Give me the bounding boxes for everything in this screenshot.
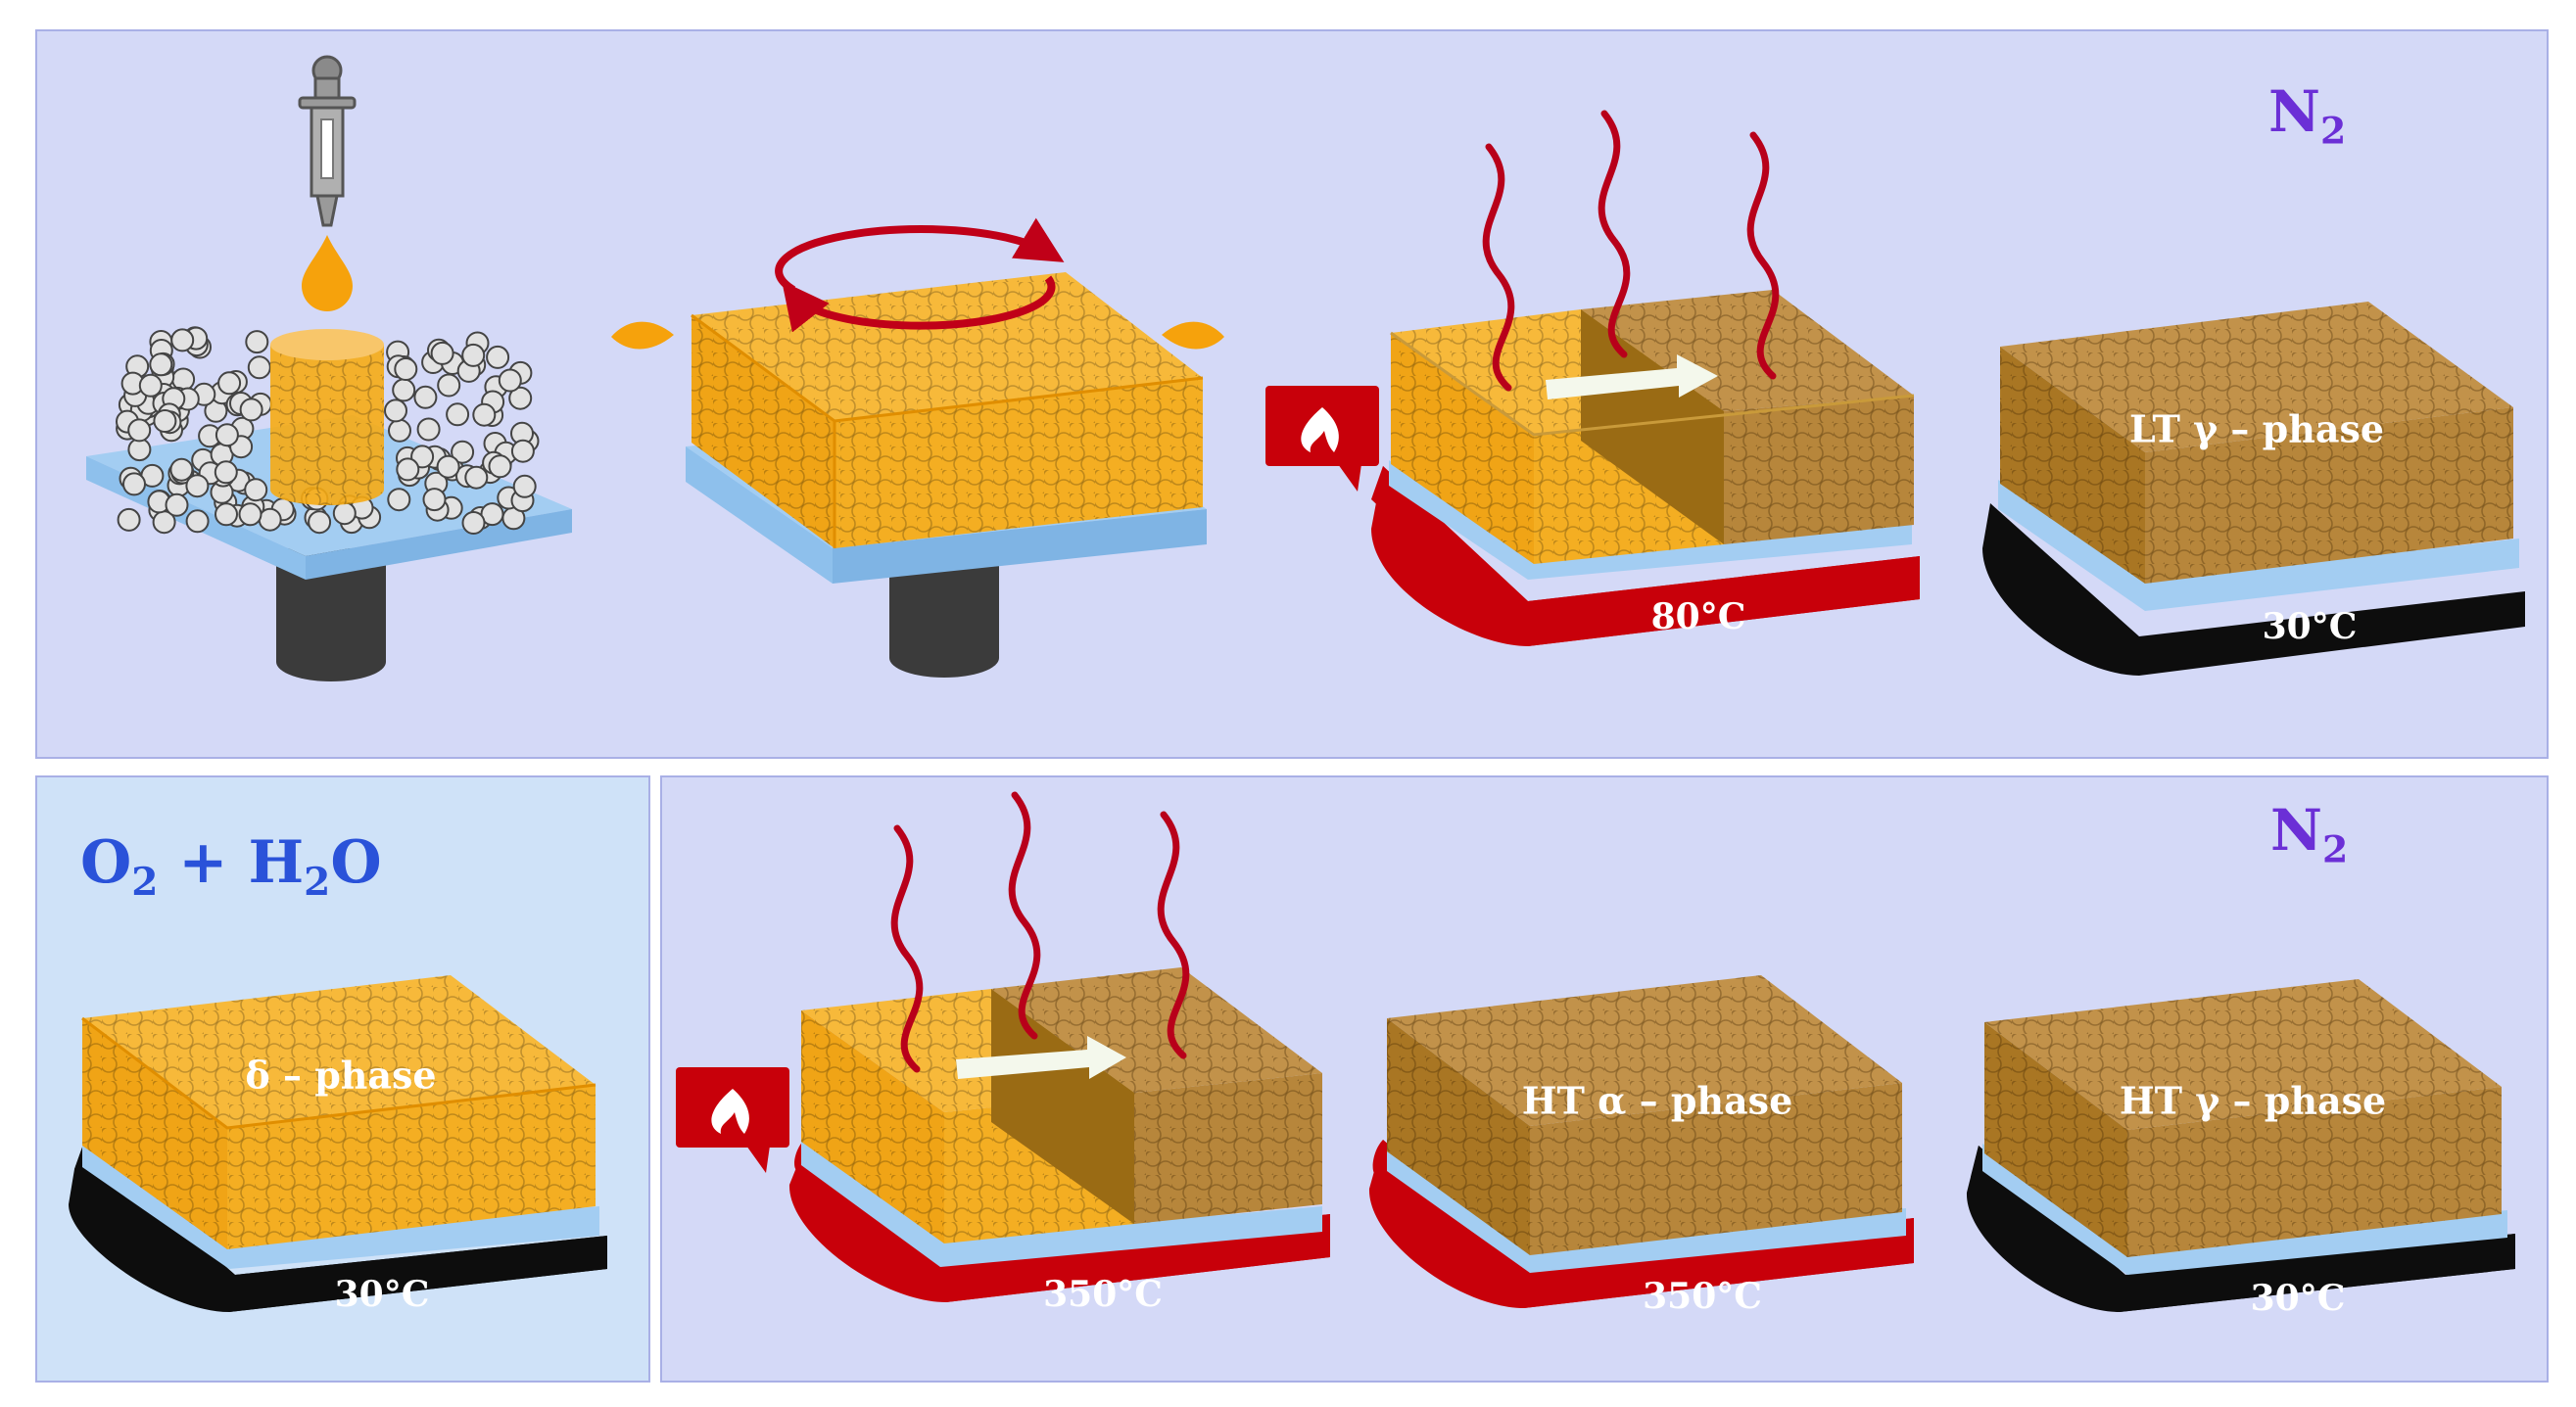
film-box — [2000, 302, 2513, 584]
nanoparticle — [512, 474, 537, 498]
step3-annealing — [1265, 110, 1920, 646]
substrate — [801, 1140, 1322, 1267]
nanoparticle — [185, 474, 210, 498]
film-box — [1984, 979, 2502, 1257]
phase-label-ht-alpha: HT α – phase — [1521, 1078, 1793, 1123]
nanoparticle — [498, 368, 522, 393]
cooling-stage — [1982, 503, 2525, 676]
nanoparticle — [169, 457, 194, 482]
droplet-icon — [611, 321, 674, 350]
atmosphere-label-bottom-right: N2 — [2270, 797, 2349, 871]
nanoparticle — [165, 492, 189, 517]
nanoparticle — [392, 378, 416, 402]
step4-lt-gamma — [1982, 302, 2525, 676]
nanoparticle — [430, 341, 454, 365]
nanoparticle — [245, 330, 269, 354]
temperature-label-step6: 350°C — [1043, 1274, 1163, 1315]
chuck-shaft — [276, 548, 386, 681]
nanoparticle — [437, 373, 461, 398]
nanoparticle — [214, 460, 238, 485]
nanoparticle — [215, 502, 238, 527]
substrate — [1998, 480, 2519, 611]
nanoparticle — [258, 507, 282, 532]
nanoparticle — [117, 507, 141, 532]
nanoparticle — [239, 398, 263, 422]
flame-icon — [676, 1067, 789, 1173]
transforming-film-box — [1390, 290, 1915, 564]
nanoparticle — [451, 440, 475, 464]
flame-icon — [1265, 386, 1379, 492]
nanoparticle — [436, 454, 460, 479]
step2-spin-coating — [611, 217, 1224, 678]
film-box — [81, 975, 596, 1249]
transforming-film-box — [801, 967, 1322, 1243]
atmosphere-label-top: N2 — [2268, 78, 2347, 153]
nanoparticle — [185, 509, 210, 534]
phase-label-ht-gamma: HT γ – phase — [2119, 1078, 2387, 1123]
temperature-label-step8: 30°C — [2250, 1278, 2346, 1319]
step1-drop-cast — [86, 55, 572, 681]
step8-ht-gamma — [1966, 979, 2515, 1312]
nanoparticle — [138, 373, 163, 398]
nanoparticle — [170, 328, 195, 352]
phase-label-lt-gamma: LT γ – phase — [2128, 406, 2385, 451]
pipette-icon — [298, 55, 357, 227]
nanoparticle — [394, 357, 418, 381]
droplet-icon — [1162, 321, 1224, 350]
heat-wave-icon — [890, 791, 1190, 1073]
nanoparticle — [244, 478, 268, 502]
nanoparticle — [149, 352, 173, 377]
rotation-arrow-icon — [775, 217, 1065, 333]
nanoparticle — [461, 511, 486, 535]
nanoparticle — [387, 488, 411, 512]
nanoparticle — [461, 343, 486, 367]
nanoparticle — [464, 465, 489, 490]
nanoparticle — [153, 409, 177, 433]
nanoparticle — [308, 510, 332, 535]
nanoparticle — [127, 418, 152, 443]
nanoparticle — [122, 472, 146, 496]
heat-wave-icon — [1482, 110, 1780, 392]
temperature-label-step7: 350°C — [1643, 1276, 1762, 1317]
nanoparticle — [488, 454, 512, 479]
phase-label-delta: δ – phase — [245, 1053, 437, 1098]
nanoparticle — [247, 355, 271, 380]
nanoparticle — [396, 457, 420, 482]
solution-droplet-column — [270, 329, 384, 505]
nanoparticle — [388, 418, 411, 443]
arrow-right-icon — [1546, 354, 1718, 399]
droplet-icon — [302, 235, 353, 311]
nanoparticle — [332, 501, 357, 526]
nanoparticle — [384, 399, 407, 423]
nanoparticle — [486, 345, 510, 369]
delta-phase-sample — [69, 975, 607, 1312]
temperature-label-delta: 30°C — [334, 1274, 430, 1315]
nanoparticle — [510, 439, 535, 463]
temperature-label-step4: 30°C — [2262, 606, 2358, 647]
nanoparticle — [446, 402, 470, 427]
nanoparticle — [472, 402, 497, 427]
nanoparticle — [215, 423, 239, 447]
nanoparticle — [238, 502, 262, 527]
temperature-label-step3: 80°C — [1650, 596, 1746, 637]
nanoparticle — [508, 386, 533, 410]
nanoparticle — [127, 438, 152, 462]
film-box — [1387, 975, 1902, 1255]
nanoparticle — [422, 488, 447, 512]
step7-ht-alpha — [1368, 975, 1914, 1308]
nanoparticle — [413, 385, 438, 409]
step6-annealing — [676, 791, 1330, 1302]
chuck-shaft — [889, 552, 999, 678]
nanoparticle — [416, 417, 441, 442]
hot-plate — [1371, 466, 1920, 646]
nanoparticle — [217, 371, 242, 396]
atmosphere-label-bottom-left: O2 + H2O — [80, 828, 382, 905]
arrow-right-icon — [956, 1036, 1126, 1079]
